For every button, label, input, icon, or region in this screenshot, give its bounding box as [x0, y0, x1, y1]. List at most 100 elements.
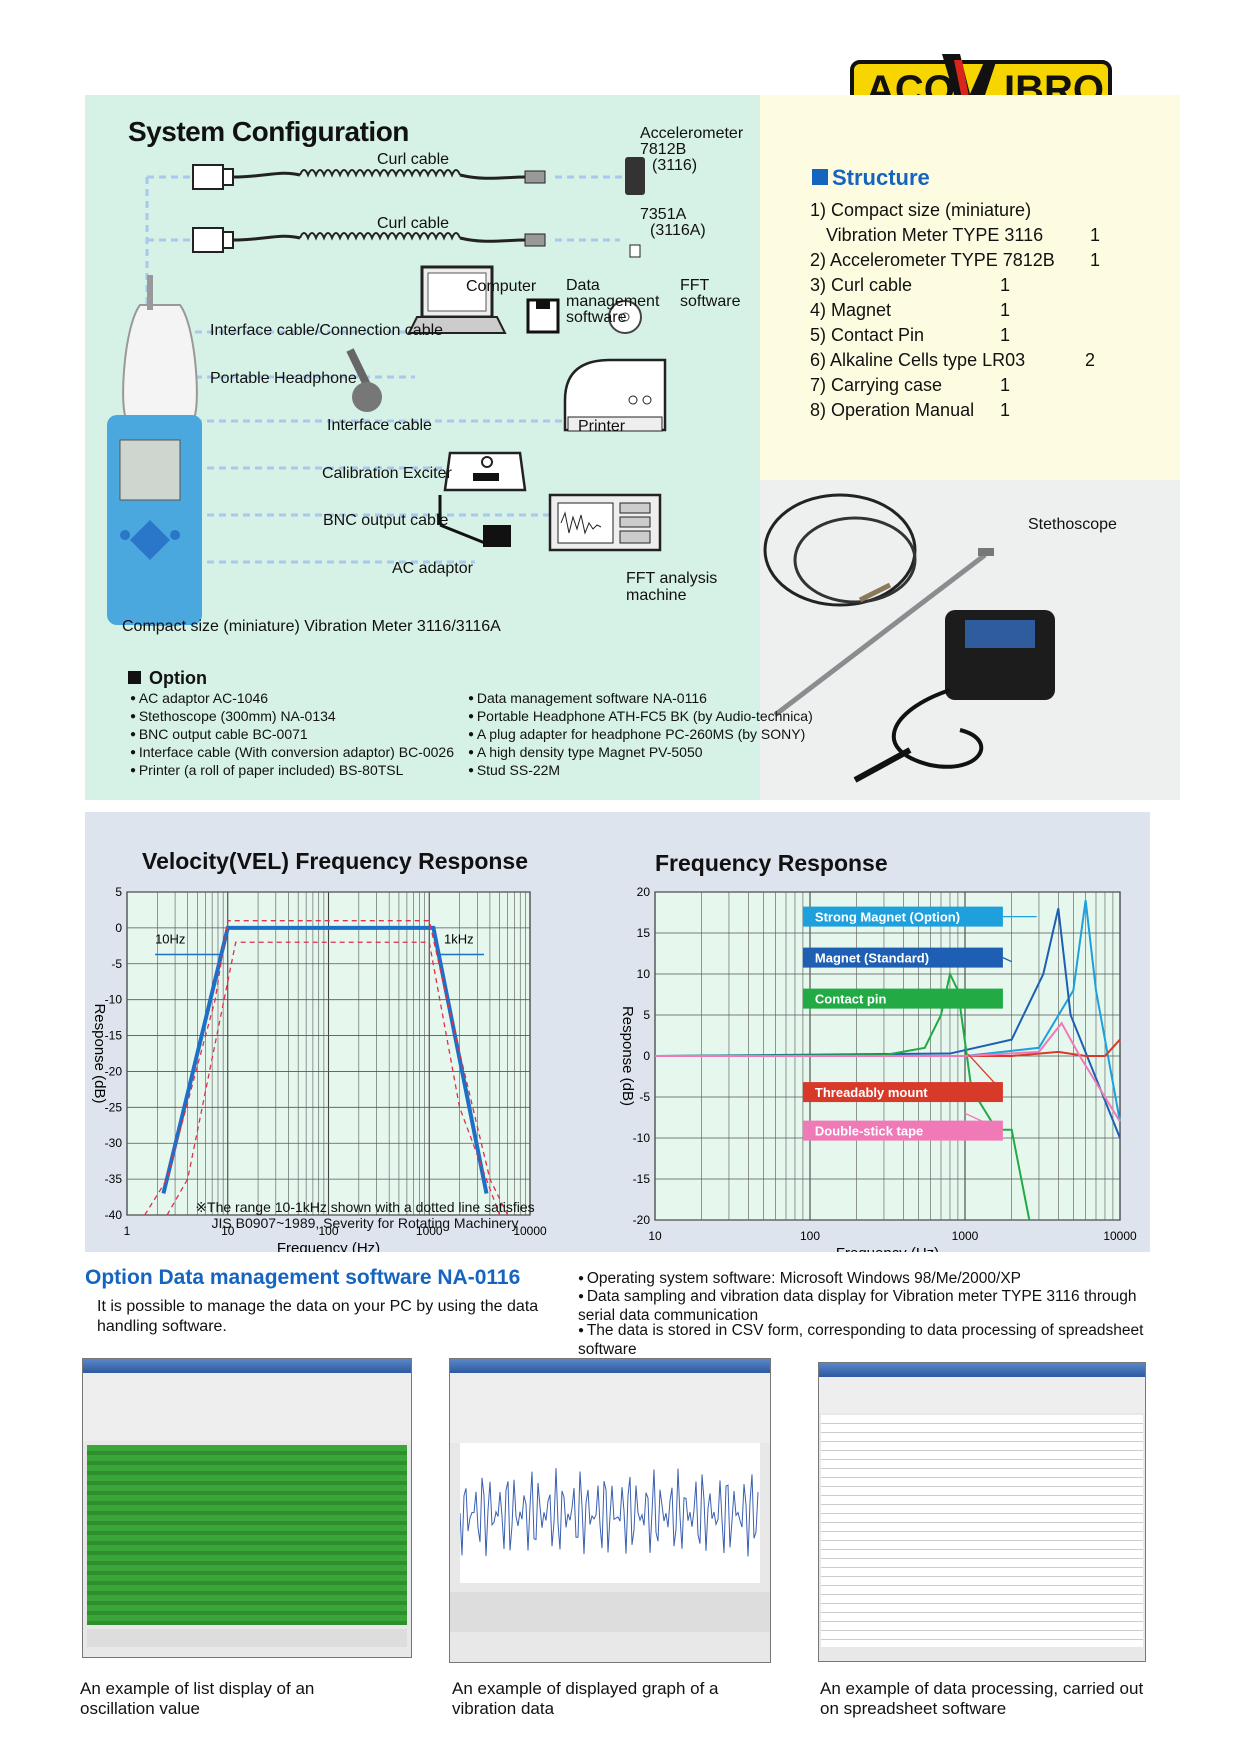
y-tick-label: 15 [637, 926, 651, 940]
spreadsheet-screenshot [818, 1362, 1146, 1662]
structure-item-qty: 1 [1090, 250, 1101, 270]
structure-item-qty: 1 [1000, 275, 1011, 295]
annotation-10hz: 10Hz [155, 932, 185, 947]
structure-item: 4) Magnet [810, 300, 892, 320]
y-axis-label: Response (dB) [619, 1006, 636, 1106]
y-tick-label: 0 [643, 1049, 650, 1063]
y-tick-label: -10 [105, 993, 123, 1007]
y-tick-label: -20 [105, 1064, 123, 1078]
caption-list-display: An example of list display of an oscilla… [80, 1679, 315, 1718]
accessories-photo [760, 480, 1180, 800]
structure-item: Vibration Meter TYPE 3116 [826, 225, 1044, 245]
option-item: Portable Headphone ATH-FC5 BK (by Audio-… [468, 708, 813, 724]
software-bullet: The data is stored in CSV form, correspo… [578, 1322, 1148, 1358]
meter-caption: Compact size (miniature) Vibration Meter… [122, 618, 501, 635]
accelerometer2-label: 7351A(3116A) [640, 206, 706, 239]
structure-item-qty: 1 [1000, 400, 1011, 420]
option-item: BNC output cable BC-0071 [130, 726, 308, 742]
legend-box [802, 1082, 1003, 1103]
series-line [654, 970, 1031, 1221]
option-item: Data management software NA-0116 [468, 690, 707, 706]
structure-item-qty: 1 [1090, 225, 1101, 245]
y-tick-label: -20 [633, 1213, 651, 1227]
frequency-chart-title: Frequency Response [655, 850, 888, 876]
interface-cable-label: Interface cable [327, 417, 432, 434]
legend-box [802, 906, 1003, 927]
y-tick-label: -10 [633, 1131, 651, 1145]
calibration-exciter-label: Calibration Exciter [322, 465, 452, 482]
structure-item: 3) Curl cable [810, 275, 913, 295]
option-title: Option [128, 668, 207, 689]
annotation-1khz: 1kHz [444, 932, 474, 947]
legend-label: Contact pin [815, 992, 887, 1007]
x-tick-label: 1000 [952, 1229, 979, 1243]
option-item: Printer (a roll of paper included) BS-80… [130, 762, 404, 778]
structure-item-qty: 1 [1000, 300, 1011, 320]
headphone-label: Portable Headphone [210, 370, 357, 387]
caption-spreadsheet: An example of data processing, carried o… [820, 1679, 1144, 1718]
y-tick-label: 5 [115, 885, 122, 899]
option-item: Interface cable (With conversion adaptor… [130, 744, 454, 760]
curl-cable-label-2: Curl cable [377, 215, 450, 232]
y-tick-label: 0 [115, 921, 122, 935]
software-title: Option Data management software NA-0116 [85, 1266, 521, 1289]
printer-label: Printer [578, 418, 626, 435]
structure-item: 7) Carrying case [810, 375, 943, 395]
y-tick-label: -40 [105, 1208, 123, 1222]
x-tick-label: 10 [221, 1224, 235, 1238]
x-tick-label: 100 [800, 1229, 820, 1243]
legend-box [802, 947, 1003, 968]
option-item: A plug adapter for headphone PC-260MS (b… [468, 726, 805, 742]
structure-item: 6) Alkaline Cells type LR03 [810, 350, 1026, 370]
legend-label: Threadably mount [815, 1085, 928, 1100]
velocity-chart-title: Velocity(VEL) Frequency Response [142, 848, 529, 874]
legend-pointer [964, 1112, 1004, 1132]
x-tick-label: 10000 [1103, 1229, 1137, 1243]
legend-box [802, 1120, 1003, 1141]
series-line [655, 1021, 1121, 1123]
legend-pointer [1002, 957, 1012, 963]
legend-box [802, 988, 1003, 1009]
software-description: It is possible to manage the data on you… [97, 1298, 539, 1335]
y-tick-label: 20 [637, 885, 651, 899]
structure-item-qty: 1 [1000, 375, 1011, 395]
structure-item: 8) Operation Manual [810, 400, 975, 420]
stethoscope-label: Stethoscope [1028, 516, 1117, 533]
legend-label: Double-stick tape [815, 1124, 923, 1139]
y-tick-label: 10 [637, 967, 651, 981]
legend-label: Strong Magnet (Option) [815, 910, 960, 925]
structure-panel [760, 95, 1180, 480]
x-tick-label: 1000 [416, 1224, 443, 1238]
series-line [166, 941, 501, 1216]
interface-connection-label: Interface cable/Connection cable [210, 322, 444, 339]
series-line [144, 920, 509, 1216]
x-axis-label: Frequency (Hz) [277, 1240, 380, 1252]
y-tick-label: -35 [105, 1172, 123, 1186]
software-bullet: Operating system software: Microsoft Win… [578, 1270, 1148, 1289]
x-tick-label: 1 [124, 1224, 131, 1238]
option-item: AC adaptor AC-1046 [130, 690, 268, 706]
graph-display-screenshot [449, 1358, 771, 1663]
configuration-diagram [107, 157, 667, 626]
legend-pointer [967, 1053, 1004, 1093]
y-tick-label: -15 [633, 1172, 651, 1186]
config-title: System Configuration [128, 116, 409, 147]
y-axis-label: Response (dB) [91, 1003, 108, 1103]
option-item: Stethoscope (300mm) NA-0134 [130, 708, 336, 724]
y-tick-label: -25 [105, 1100, 123, 1114]
structure-item-qty: 2 [1085, 350, 1096, 370]
x-tick-label: 10000 [513, 1224, 547, 1238]
structure-item: 5) Contact Pin [810, 325, 925, 345]
list-display-screenshot [82, 1358, 412, 1658]
computer-label: Computer [466, 278, 537, 295]
x-axis-label: Frequency (Hz) [836, 1245, 939, 1252]
structure-item: 2) Accelerometer TYPE 7812B [810, 250, 1055, 270]
y-tick-label: -5 [111, 957, 122, 971]
caption-graph-display: An example of displayed graph of a vibra… [452, 1679, 719, 1718]
option-item: A high density type Magnet PV-5050 [468, 744, 703, 760]
